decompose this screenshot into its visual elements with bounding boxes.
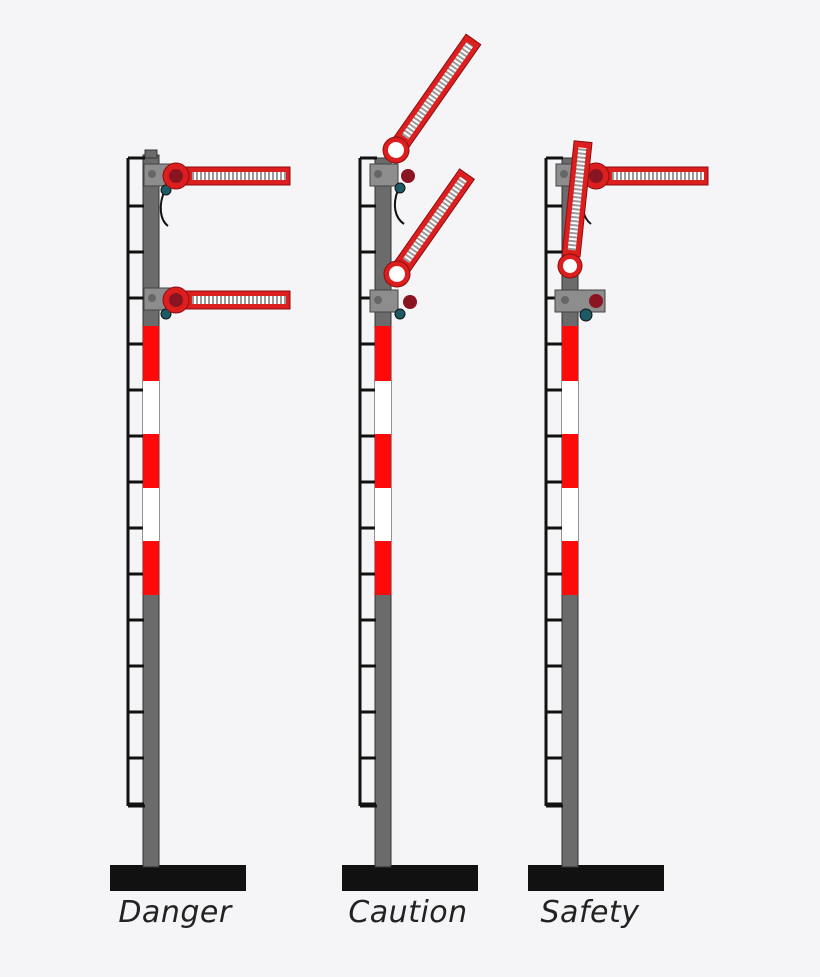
lamp-wire <box>393 189 405 225</box>
arm-upper <box>382 33 482 164</box>
arm-lower <box>557 140 593 279</box>
ladder <box>126 156 145 808</box>
base-plate <box>342 865 478 891</box>
caption-caution: Caution <box>348 895 468 930</box>
warning-bands <box>143 326 159 595</box>
base-plate <box>110 865 246 891</box>
lamp-upper <box>369 163 415 194</box>
lamp-lower <box>554 289 606 322</box>
caption-safety: Safety <box>540 895 640 930</box>
warning-bands <box>562 326 578 595</box>
signal-caution <box>342 33 482 891</box>
signal-safety <box>528 140 709 891</box>
lamp-lower <box>369 289 417 320</box>
signal-danger <box>110 149 291 891</box>
post-cap <box>144 149 158 159</box>
warning-bands <box>375 326 391 595</box>
arm-upper <box>143 162 291 196</box>
arm-lower <box>383 168 476 288</box>
ladder <box>358 156 377 808</box>
arm-lower <box>143 286 291 320</box>
ladder <box>544 156 563 808</box>
base-plate <box>528 865 664 891</box>
caption-danger: Danger <box>118 895 232 930</box>
